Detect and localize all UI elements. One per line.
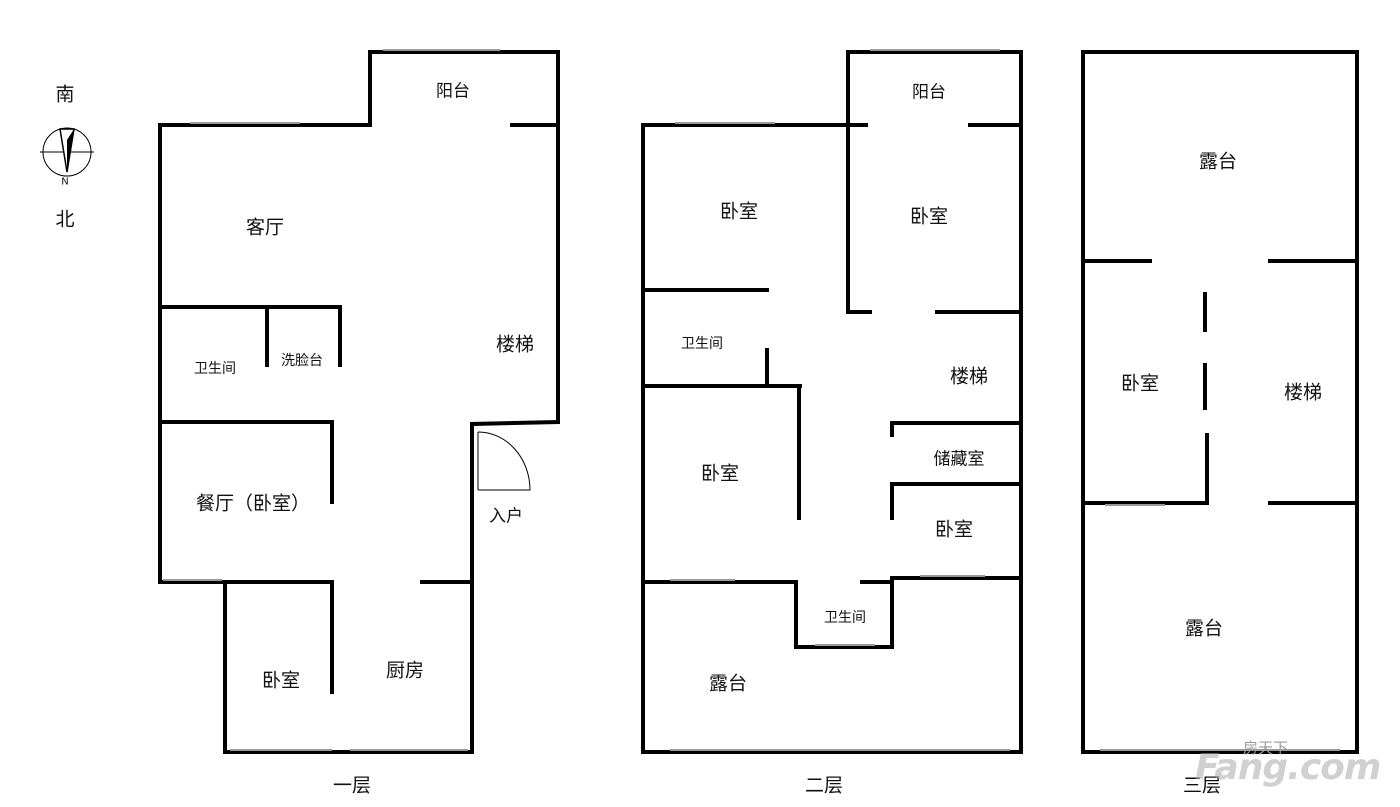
floor-1-walls <box>158 50 560 754</box>
f3-stairs-label: 楼梯 <box>1283 381 1323 404</box>
f1-living-room-label: 客厅 <box>245 216 285 239</box>
f2-storage-label: 储藏室 <box>933 449 985 470</box>
compass-south-label: 南 <box>55 83 75 106</box>
f3-terrace-top-label: 露台 <box>1198 150 1238 173</box>
f1-bathroom-label: 卫生间 <box>194 361 236 377</box>
floor-1-label: 一层 <box>332 774 372 797</box>
floor-3-windows <box>1100 504 1340 751</box>
floor-2-windows <box>670 49 1010 751</box>
f2-balcony-label: 阳台 <box>912 82 946 103</box>
f2-stairs-label: 楼梯 <box>949 365 989 388</box>
compass-north-letter: N <box>61 176 69 188</box>
floor-3-label: 三层 <box>1182 774 1222 797</box>
f1-washbasin-label: 洗脸台 <box>281 353 323 369</box>
f1-dining-room-label: 餐厅（卧室） <box>195 492 311 515</box>
f1-entrance-label: 入户 <box>489 506 523 527</box>
floor-2-walls <box>641 50 1023 754</box>
compass-icon <box>40 127 94 177</box>
watermark-cn: 房天下 <box>1243 739 1289 757</box>
watermark-en: Fang.com <box>1195 747 1381 788</box>
f2-bedroom-4-label: 卧室 <box>934 518 974 541</box>
f1-stairs-label: 楼梯 <box>495 333 535 356</box>
floor-1-windows <box>163 49 500 751</box>
watermark-logo: Fang.com 房天下 <box>1195 733 1385 793</box>
f1-kitchen-label: 厨房 <box>385 659 425 682</box>
f2-bathroom-2-label: 卫生间 <box>824 610 866 626</box>
f3-terrace-bottom-label: 露台 <box>1184 617 1224 640</box>
entry-door <box>471 431 531 492</box>
f2-bedroom-1-label: 卧室 <box>719 200 759 223</box>
f2-terrace-label: 露台 <box>708 672 748 695</box>
f2-bathroom-1-label: 卫生间 <box>681 336 723 352</box>
f2-bedroom-2-label: 卧室 <box>909 205 949 228</box>
f1-balcony-label: 阳台 <box>436 81 470 102</box>
f3-bedroom-label: 卧室 <box>1120 372 1160 395</box>
f2-bedroom-3-label: 卧室 <box>700 462 740 485</box>
floor-2-label: 二层 <box>804 774 844 797</box>
f1-bedroom-label: 卧室 <box>261 669 301 692</box>
floor-3-walls <box>1081 50 1359 754</box>
compass-north-label: 北 <box>55 208 75 231</box>
